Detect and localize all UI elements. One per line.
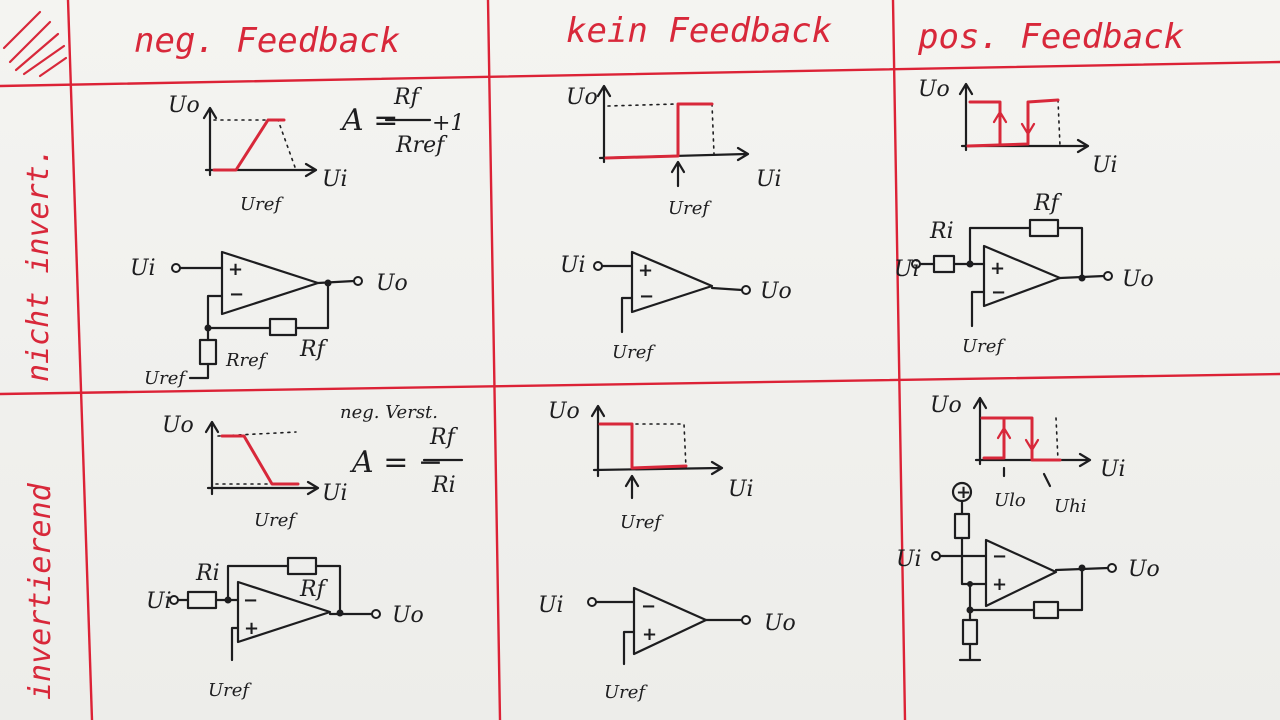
ref-label-uref: Uref [604, 682, 648, 703]
formula-caption: neg. Verst. [340, 402, 438, 423]
plus-sign: + [990, 258, 1005, 279]
graph-label-uref: Uref [254, 510, 298, 531]
input-label-ui: Ui [130, 256, 156, 281]
resistor-label-rf: Rf [299, 337, 329, 362]
output-label-uo: Uo [1122, 267, 1154, 292]
formula-plus-one: +1 [432, 111, 464, 136]
graph-label-ui: Ui [1100, 457, 1126, 482]
minus-sign: − [992, 546, 1007, 567]
graph-label-ui: Ui [322, 481, 348, 506]
graph-label-uo: Uo [168, 93, 200, 118]
ref-label-uref: Uref [962, 336, 1006, 357]
graph-label-uo: Uo [162, 413, 194, 438]
resistor-label-rf: Rf [299, 577, 329, 602]
transfer-graph-inv-neg: Uo Ui Uref [162, 413, 348, 531]
minus-sign: − [991, 282, 1006, 303]
resistor-label-ri: Ri [195, 561, 220, 586]
plus-sign: + [992, 574, 1007, 595]
ref-label-uref: Uref [612, 342, 656, 363]
circuit-inv-neg: − + Ri Ui Rf Uo Uref [146, 556, 424, 701]
graph-label-uo: Uo [566, 85, 598, 110]
row-label-nicht-invert: nicht invert. [21, 147, 56, 382]
circuit-noninv-none: + − Ui Uo Uref [560, 250, 792, 363]
graph-label-uref: Uref [620, 512, 664, 533]
header-kein-feedback: kein Feedback [566, 11, 832, 51]
cell-noninv-pos: Uo Ui + − Ri Ui Rf Uo Uref [894, 77, 1154, 357]
input-label-ui: Ui [896, 547, 922, 572]
cell-noninv-none: Uo Ui Uref + − Ui Uo Uref [560, 84, 792, 363]
graph-label-ui: Ui [1092, 153, 1118, 178]
ref-label-uref: Uref [144, 368, 188, 389]
plus-sign: + [638, 260, 653, 281]
header-neg-feedback: neg. Feedback [134, 21, 400, 61]
transfer-graph-inv-none: Uo Ui Uref [548, 399, 754, 533]
formula-a-eq-minus: A = − [349, 445, 443, 480]
corner-scribble [2, 10, 68, 78]
resistor-label-rf: Rf [1033, 191, 1063, 216]
formula-numerator: Rf [393, 85, 423, 110]
output-label-uo: Uo [764, 611, 796, 636]
formula-numerator: Rf [429, 425, 459, 450]
output-label-uo: Uo [376, 271, 408, 296]
input-label-ui: Ui [538, 593, 564, 618]
formula-denominator: Ri [431, 473, 456, 498]
output-label-uo: Uo [760, 279, 792, 304]
ref-label-uref: Uref [208, 680, 252, 701]
plus-sign: + [244, 618, 259, 639]
graph-label-uo: Uo [548, 399, 580, 424]
graph-label-uref: Uref [240, 194, 284, 215]
minus-sign: − [641, 596, 656, 617]
row-label-invertierend: invertierend [23, 482, 58, 700]
graph-label-ui: Ui [728, 477, 754, 502]
minus-sign: − [229, 284, 244, 305]
resistor-label-rref: Rref [225, 350, 269, 371]
circuit-inv-none: − + Ui Uo Uref [538, 586, 796, 703]
gain-formula-noninv: A = Rf Rref +1 [339, 85, 464, 158]
graph-label-uo: Uo [918, 77, 950, 102]
hysteresis-graph-noninv-pos: Uo Ui [918, 77, 1118, 178]
cell-noninv-neg: Uo Ui Uref A = Rf Rref +1 + − Ui Uo R [130, 85, 464, 389]
output-label-uo: Uo [1128, 557, 1160, 582]
input-label-ui: Ui [560, 253, 586, 278]
output-label-uo: Uo [392, 603, 424, 628]
cell-inv-none: Uo Ui Uref − + Ui Uo Uref [538, 399, 796, 703]
cell-inv-pos: Uo Ui Ulo Uhi + − + Ui Uo [896, 393, 1160, 662]
circuit-noninv-pos: + − Ri Ui Rf Uo Uref [894, 191, 1154, 357]
graph-label-ui: Ui [756, 167, 782, 192]
graph-label-ui: Ui [322, 167, 348, 192]
input-label-ui: Ui [894, 257, 920, 282]
transfer-graph-noninv-none: Uo Ui Uref [566, 84, 782, 219]
plus-sign: + [228, 259, 243, 280]
minus-sign: − [243, 590, 258, 611]
threshold-label-low: Ulo [994, 490, 1026, 511]
cell-inv-neg: Uo Ui Uref neg. Verst. A = − Rf Ri − + R… [146, 402, 464, 701]
resistor-label-ri: Ri [929, 219, 954, 244]
threshold-label-high: Uhi [1054, 496, 1087, 517]
supply-plus-sign: + [956, 482, 971, 503]
plus-sign: + [642, 624, 657, 645]
gain-formula-inv: neg. Verst. A = − Rf Ri [340, 402, 464, 498]
formula-denominator: Rref [395, 133, 448, 158]
graph-label-uo: Uo [930, 393, 962, 418]
circuit-inv-pos: + − + Ui Uo [896, 481, 1160, 662]
graph-label-uref: Uref [668, 198, 712, 219]
circuit-noninv-neg: + − Ui Uo Rf Rref Uref [130, 250, 408, 389]
input-label-ui: Ui [146, 589, 172, 614]
transfer-graph-noninv-neg: Uo Ui Uref [168, 93, 348, 215]
hysteresis-graph-inv-pos: Uo Ui Ulo Uhi [930, 393, 1126, 517]
minus-sign: − [639, 286, 654, 307]
header-pos-feedback: pos. Feedback [917, 17, 1184, 57]
